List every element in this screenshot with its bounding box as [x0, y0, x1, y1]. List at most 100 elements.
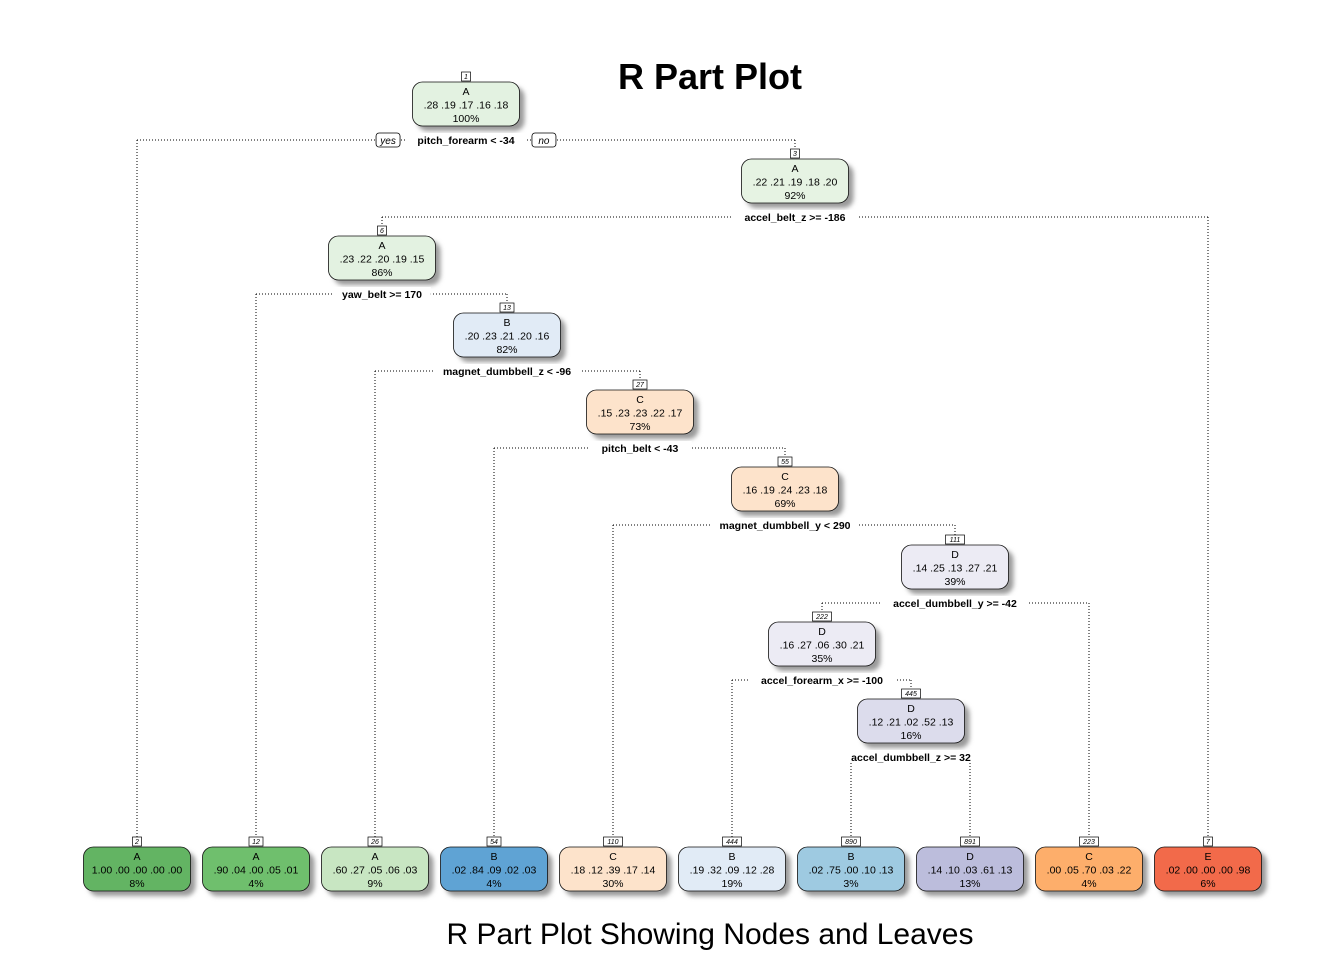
node-pct-6: 86% — [371, 267, 392, 279]
node-box-55 — [731, 466, 839, 512]
leaf-node-7: 7E.02 .00 .00 .00 .986% — [1154, 836, 1267, 896]
plot-subtitle: R Part Plot Showing Nodes and Leaves — [446, 918, 974, 951]
node-probs-54: .02 .84 .09 .02 .03 — [452, 865, 537, 877]
node-id-26: 26 — [370, 839, 379, 846]
node-class-891: D — [966, 851, 974, 863]
node-box-26 — [321, 846, 429, 892]
node-box-12 — [202, 846, 310, 892]
node-probs-26: .60 .27 .05 .06 .03 — [333, 865, 418, 877]
node-class-26: A — [371, 851, 378, 863]
node-class-223: C — [1085, 851, 1093, 863]
split-label-6: yaw_belt >= 170 — [333, 287, 431, 301]
split-label-445: accel_dumbbell_z >= 32 — [840, 750, 982, 764]
node-probs-445: .12 .21 .02 .52 .13 — [869, 717, 954, 729]
node-box-890 — [797, 846, 905, 892]
node-pct-7: 6% — [1200, 878, 1215, 890]
node-id-222: 222 — [815, 614, 828, 621]
svg-text:pitch_belt < -43: pitch_belt < -43 — [602, 443, 679, 455]
node-pct-222: 35% — [811, 653, 832, 665]
node-pct-12: 4% — [248, 878, 263, 890]
svg-text:yaw_belt >= 170: yaw_belt >= 170 — [342, 289, 422, 301]
node-id-223: 223 — [1082, 839, 1095, 846]
node-box-6 — [328, 235, 436, 281]
node-class-111: D — [951, 549, 959, 561]
node-probs-6: .23 .22 .20 .19 .15 — [340, 254, 425, 266]
svg-text:yes: yes — [379, 136, 396, 147]
split-label-111: accel_dumbbell_y >= -42 — [881, 596, 1029, 610]
node-box-445 — [857, 698, 965, 744]
node-pct-890: 3% — [843, 878, 858, 890]
node-box-27 — [586, 389, 694, 435]
node-box-54 — [440, 846, 548, 892]
split-label-27: pitch_belt < -43 — [588, 441, 692, 455]
node-probs-55: .16 .19 .24 .23 .18 — [743, 485, 828, 497]
node-id-110: 110 — [607, 839, 618, 846]
node-probs-444: .19 .32 .09 .12 .28 — [690, 865, 775, 877]
node-box-13 — [453, 312, 561, 358]
node-pct-2: 8% — [129, 878, 144, 890]
node-probs-110: .18 .12 .39 .17 .14 — [571, 865, 656, 877]
node-probs-2: 1.00 .00 .00 .00 .00 — [92, 865, 183, 877]
node-probs-890: .02 .75 .00 .10 .13 — [809, 865, 894, 877]
node-class-110: C — [609, 851, 617, 863]
node-id-890: 890 — [845, 839, 857, 846]
node-id-3: 3 — [793, 151, 797, 158]
node-pct-444: 19% — [721, 878, 742, 890]
svg-text:accel_dumbbell_z >= 32: accel_dumbbell_z >= 32 — [851, 752, 971, 764]
node-probs-13: .20 .23 .21 .20 .16 — [465, 331, 550, 343]
node-id-111: 111 — [950, 537, 961, 544]
svg-text:no: no — [538, 136, 550, 147]
node-class-12: A — [252, 851, 259, 863]
svg-text:magnet_dumbbell_z < -96: magnet_dumbbell_z < -96 — [443, 366, 571, 378]
node-box-7 — [1154, 846, 1262, 892]
node-probs-12: .90 .04 .00 .05 .01 — [214, 865, 299, 877]
node-id-27: 27 — [635, 382, 645, 389]
node-id-891: 891 — [964, 839, 976, 846]
node-pct-3: 92% — [784, 190, 805, 202]
node-class-6: A — [378, 240, 385, 252]
node-id-55: 55 — [781, 459, 789, 466]
node-probs-891: .14 .10 .03 .61 .13 — [928, 865, 1013, 877]
node-probs-222: .16 .27 .06 .30 .21 — [780, 640, 865, 652]
node-pct-110: 30% — [602, 878, 623, 890]
node-box-223 — [1035, 846, 1143, 892]
node-probs-1: .28 .19 .17 .16 .18 — [424, 100, 509, 112]
node-class-2: A — [133, 851, 140, 863]
node-class-3: A — [791, 163, 798, 175]
node-pct-445: 16% — [900, 730, 921, 742]
svg-text:pitch_forearm < -34: pitch_forearm < -34 — [417, 135, 514, 147]
node-box-1 — [412, 81, 520, 127]
node-class-222: D — [818, 626, 826, 638]
node-class-444: B — [728, 851, 735, 863]
plot-title: R Part Plot — [617, 56, 803, 97]
node-probs-111: .14 .25 .13 .27 .21 — [913, 563, 998, 575]
node-box-222 — [768, 621, 876, 667]
node-probs-223: .00 .05 .70 .03 .22 — [1047, 865, 1132, 877]
node-pct-111: 39% — [944, 576, 965, 588]
node-box-111 — [901, 544, 1009, 590]
leaf-node-54: 54B.02 .84 .09 .02 .034% — [440, 836, 553, 896]
node-id-1: 1 — [464, 74, 468, 81]
node-probs-27: .15 .23 .23 .22 .17 — [598, 408, 683, 420]
node-pct-223: 4% — [1081, 878, 1096, 890]
svg-text:accel_dumbbell_y >= -42: accel_dumbbell_y >= -42 — [893, 598, 1017, 610]
node-id-2: 2 — [134, 839, 139, 846]
svg-text:accel_forearm_x >= -100: accel_forearm_x >= -100 — [761, 675, 883, 687]
node-box-3 — [741, 158, 849, 204]
node-id-6: 6 — [380, 228, 384, 235]
node-pct-13: 82% — [496, 344, 517, 356]
node-class-1: A — [462, 86, 469, 98]
